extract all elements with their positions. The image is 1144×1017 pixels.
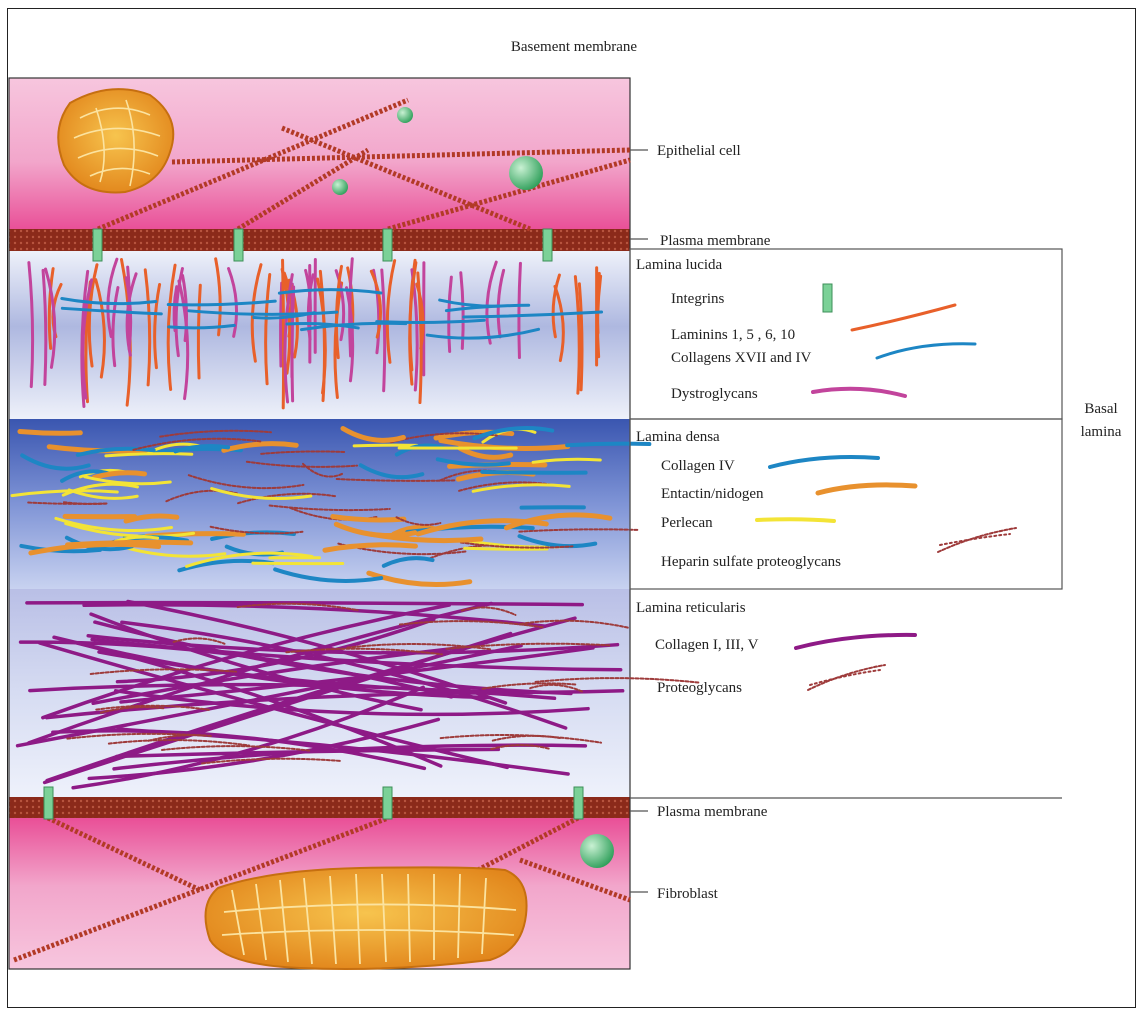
laminin-swatch [852,305,955,330]
collagen-iv-swatch [770,457,878,467]
label-laminins: Laminins 1, 5 , 6, 10 [671,327,795,343]
label-integrins: Integrins [671,291,724,307]
vesicle [332,179,348,195]
dystroglycan-fiber [281,283,282,366]
legend-swatches [757,284,1016,690]
perlecan-swatch [757,519,834,521]
vesicle [397,107,413,123]
dystroglycan-swatch [813,389,905,396]
label-proteoglycans: Proteoglycans [657,680,742,696]
laminin-fiber [283,260,284,408]
proteoglycan-swatch [808,665,885,690]
label-collagen-iv: Collagen IV [661,458,735,474]
perlecan-fiber [465,548,547,549]
nucleus-fibroblast [206,867,527,969]
heparin-swatch-2 [940,534,1010,545]
collagen-iv-fiber [482,472,585,473]
label-lamina-reticularis: Lamina reticularis [636,600,746,616]
integrin [383,229,392,261]
perlecan-fiber [354,445,417,446]
plasma-membrane-bottom [9,797,630,818]
label-collagen-i-iii-v: Collagen I, III, V [655,637,759,653]
integrin [234,229,243,261]
label-lamina: lamina [1081,424,1122,440]
vesicle [509,156,543,190]
label-fibroblast: Fibroblast [657,886,719,902]
dystroglycan-fiber [519,263,521,357]
label-collagens-xvii-iv: Collagens XVII and IV [671,350,812,366]
integrin [44,787,53,819]
collagen-xvii-swatch [877,344,975,358]
entactin-fiber [20,431,80,433]
collagen-i-swatch [796,635,915,648]
label-lamina-densa: Lamina densa [636,429,720,445]
integrin [93,229,102,261]
dystroglycan-fiber [292,287,294,401]
label-epithelial-cell: Epithelial cell [657,143,741,159]
label-plasma-membrane-bottom: Plasma membrane [657,804,768,820]
nucleus-epithelial [58,89,173,192]
integrin-swatch [823,284,832,312]
label-perlecan: Perlecan [661,515,713,531]
proteoglycan-swatch-2 [810,670,880,685]
heparin-swatch [938,528,1016,552]
label-dystroglycans: Dystroglycans [671,386,758,402]
label-heparin: Heparin sulfate proteoglycans [661,554,841,570]
entactin-swatch [818,485,915,493]
integrin [543,229,552,261]
label-entactin: Entactin/nidogen [661,486,764,502]
vesicle [580,834,614,868]
label-lamina-lucida: Lamina lucida [636,257,723,273]
integrin [383,787,392,819]
right-labels: Epithelial cell Plasma membrane Lamina l… [636,143,1122,902]
diagram-title: Basement membrane [511,39,638,55]
integrin [574,787,583,819]
label-basal: Basal [1084,401,1117,417]
label-plasma-membrane-top: Plasma membrane [660,233,771,249]
